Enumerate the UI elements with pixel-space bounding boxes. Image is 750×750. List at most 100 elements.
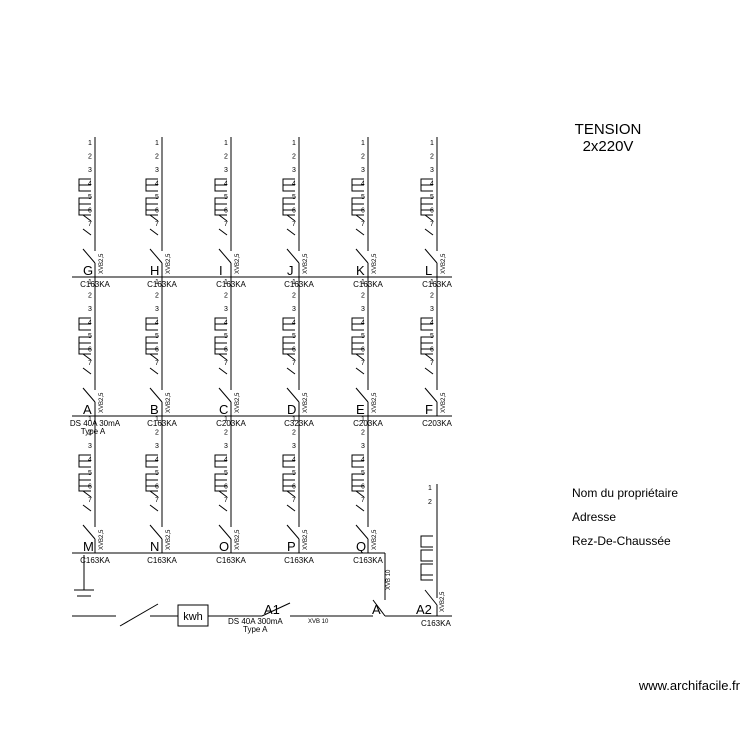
cable-label: XVB2,5 [372,392,378,413]
terminal-number: 2 [155,293,159,300]
terminal-number: 6 [88,347,92,354]
terminal-number: 2 [224,430,228,437]
terminal-number: 2 [361,430,365,437]
breaker-ref: C163KA [284,556,314,565]
terminal-number: 3 [292,167,296,174]
breaker-type: Type A [81,427,106,436]
cable-label: XVB2,5 [99,392,105,413]
kwh-meter-box [177,604,209,627]
terminal-number: 1 [88,279,92,286]
terminal-number: 3 [224,443,228,450]
circuit-letter: G [83,263,93,278]
cable-label: XVB2,5 [235,253,241,274]
terminal-number: 6 [430,347,434,354]
terminal-number: 7 [155,221,159,228]
circuit-letter: O [219,539,229,554]
terminal-number: 2 [88,293,92,300]
cable-label: XVB2,5 [441,253,447,274]
terminal-number: 7 [361,497,365,504]
terminal-number: 3 [155,443,159,450]
a2-label: A2 [416,602,432,617]
terminal-number: 1 [88,416,92,423]
terminal-number: 6 [155,208,159,215]
terminal-number: 6 [292,347,296,354]
a2-terminal-1: 1 [428,485,432,492]
terminal-number: 4 [224,320,228,327]
terminal-number: 6 [361,347,365,354]
cable-label: XVB2,5 [303,253,309,274]
terminal-number: 1 [155,279,159,286]
terminal-number: 6 [361,208,365,215]
circuit-letter: J [287,263,294,278]
terminal-number: 7 [88,497,92,504]
cable-label: XVB2,5 [99,529,105,550]
terminal-number: 3 [292,306,296,313]
circuit-letter: H [150,263,159,278]
circuit-letter: M [83,539,94,554]
terminal-number: 4 [361,320,365,327]
terminal-number: 7 [155,360,159,367]
terminal-number: 6 [155,484,159,491]
terminal-number: 3 [224,167,228,174]
terminal-number: 2 [430,154,434,161]
cable-label: XVB2,5 [372,253,378,274]
terminal-number: 1 [292,279,296,286]
terminal-number: 3 [88,167,92,174]
terminal-number: 7 [155,497,159,504]
main-breaker-label: A1 [264,602,280,617]
a2-terminal-2: 2 [428,499,432,506]
terminal-number: 4 [155,181,159,188]
terminal-number: 2 [88,154,92,161]
circuit-letter: B [150,402,159,417]
terminal-number: 6 [292,208,296,215]
circuit-a2: 1 2 A2 XVB2,5 C163KA [416,484,451,628]
node-a-label: A [372,602,381,617]
terminal-number: 4 [88,181,92,188]
address: Adresse [572,510,616,524]
terminal-number: 1 [224,140,228,147]
cable-label: XVB2,5 [372,529,378,550]
terminal-number: 2 [155,430,159,437]
a2-cable-label: XVB2,5 [440,591,446,612]
circuit-letter: K [356,263,365,278]
terminal-number: 2 [292,293,296,300]
title-line-1: TENSION [575,121,642,138]
terminal-number: 4 [88,457,92,464]
terminal-number: 7 [224,497,228,504]
terminal-number: 6 [361,484,365,491]
terminal-number: 2 [224,293,228,300]
terminal-number: 2 [361,293,365,300]
circuit-letter: L [425,263,432,278]
terminal-number: 4 [430,181,434,188]
terminal-number: 1 [88,140,92,147]
terminal-number: 2 [292,430,296,437]
terminal-number: 4 [292,457,296,464]
terminal-number: 4 [88,320,92,327]
terminal-number: 3 [430,306,434,313]
kwh-meter-label: kwh [183,611,203,623]
circuit-letter: N [150,539,159,554]
terminal-number: 2 [292,154,296,161]
terminal-number: 6 [155,347,159,354]
cable-label: XVB2,5 [235,392,241,413]
terminal-number: 1 [361,416,365,423]
terminal-number: 2 [155,154,159,161]
terminal-number: 3 [361,443,365,450]
watermark: www.archifacile.fr [638,678,741,693]
terminal-number: 7 [430,360,434,367]
terminal-number: 2 [361,154,365,161]
terminal-number: 3 [224,306,228,313]
terminal-number: 7 [224,360,228,367]
terminal-number: 6 [224,347,228,354]
terminal-number: 4 [224,181,228,188]
